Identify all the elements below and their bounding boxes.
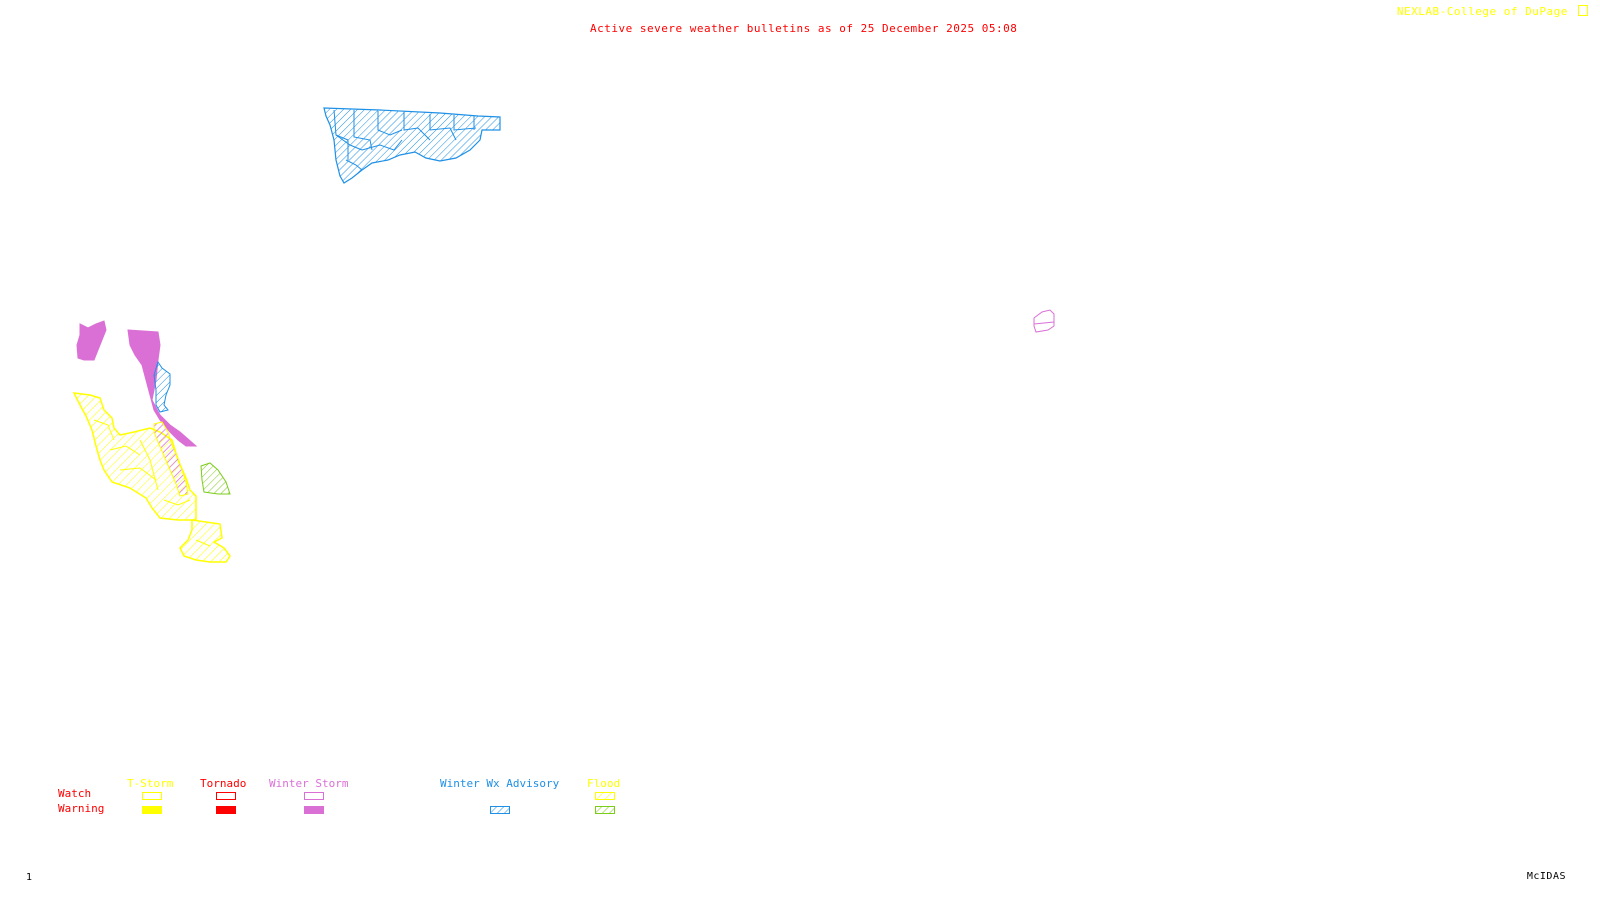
legend-tornado-watch-swatch bbox=[216, 792, 236, 800]
legend-col-tornado: Tornado bbox=[200, 777, 247, 790]
legend-col-winter-wx-advisory: Winter Wx Advisory bbox=[440, 777, 560, 790]
legend-tstorm-watch-swatch bbox=[142, 792, 162, 800]
legend-winter-storm-watch-swatch bbox=[304, 792, 324, 800]
flood-watch-west[interactable] bbox=[72, 392, 231, 563]
nexlab-logo-icon bbox=[1578, 5, 1588, 16]
flood-warning-interior[interactable] bbox=[200, 462, 231, 495]
map-title: Active severe weather bulletins as of 25… bbox=[590, 22, 1018, 35]
frame-number: 1 bbox=[26, 872, 33, 883]
legend-flood-watch-swatch bbox=[595, 792, 615, 800]
winter-storm-warning-a[interactable] bbox=[76, 320, 107, 361]
legend-col-tstorm: T-Storm bbox=[127, 777, 174, 790]
winter-wx-advisory-strip[interactable] bbox=[153, 360, 171, 413]
winter-storm-warning-sierra[interactable] bbox=[153, 421, 189, 497]
legend-tstorm-warning-swatch bbox=[142, 806, 162, 814]
credit-label: NEXLAB-College of DuPage bbox=[1397, 5, 1588, 18]
legend-row-warning: Warning bbox=[58, 802, 105, 815]
legend-winter-wx-advisory-swatch bbox=[490, 806, 510, 814]
legend-col-flood: Flood bbox=[587, 777, 621, 790]
legend-winter-storm-warning-swatch bbox=[304, 806, 324, 814]
legend-col-winter-storm: Winter Storm bbox=[269, 777, 349, 790]
legend-flood-warning-swatch bbox=[595, 806, 615, 814]
legend-row-watch: Watch bbox=[58, 787, 92, 800]
software-label: McIDAS bbox=[1526, 871, 1566, 882]
credit-text: NEXLAB-College of DuPage bbox=[1396, 5, 1568, 18]
winter-wx-advisory-north[interactable] bbox=[323, 107, 501, 184]
winter-storm-watch-northeast[interactable] bbox=[1033, 309, 1055, 333]
legend-tornado-warning-swatch bbox=[216, 806, 236, 814]
